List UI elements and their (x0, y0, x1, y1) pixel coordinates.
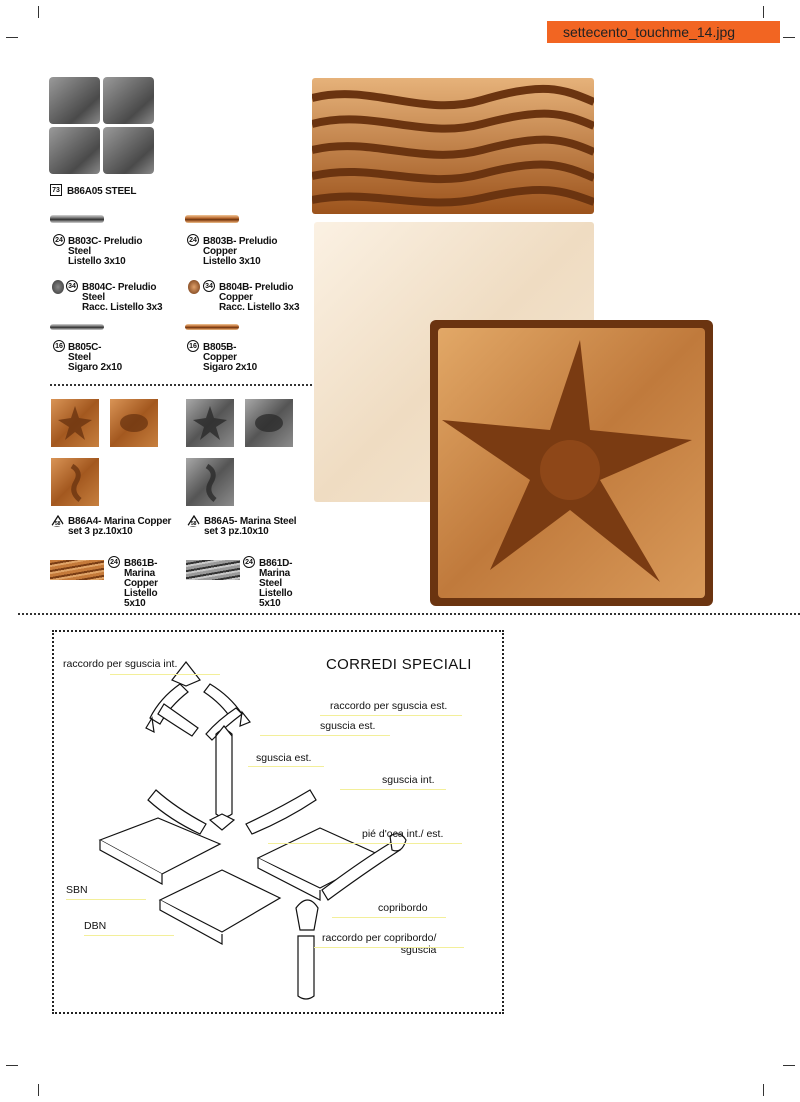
corredi-speciali-diagram (52, 630, 504, 1014)
badge-34: 34 (203, 280, 215, 292)
b804b-corner-image (188, 280, 200, 294)
label-underline (320, 715, 462, 716)
badge-16: 16 (187, 340, 199, 352)
label-underline (248, 766, 324, 767)
section-divider (18, 613, 800, 615)
label-dbn: DBN (84, 920, 107, 932)
marina-copper-set-image (51, 399, 158, 506)
crop-mark (6, 37, 18, 38)
crop-mark (38, 1084, 39, 1096)
label-b86a05: B86A05 STEEL (67, 186, 137, 197)
badge-16: 16 (53, 340, 65, 352)
label-underline (66, 899, 146, 900)
diagram-title: CORREDI SPECIALI (326, 656, 472, 673)
label-sguscia-est: sguscia est. (320, 720, 376, 732)
label-b861d: B861D- Marina Steel Listello 5x10 (259, 558, 293, 609)
badge-24: 24 (108, 556, 120, 568)
file-name-tab: settecento_touchme_14.jpg (547, 21, 780, 43)
b861d-listello-image (186, 560, 240, 580)
crop-mark (763, 6, 764, 18)
crop-mark (783, 1065, 795, 1066)
badge-58: 58 (191, 521, 197, 527)
badge-73: 73 (50, 184, 62, 196)
label-b805c: B805C- Steel Sigaro 2x10 (68, 342, 122, 373)
label-b86a4: B86A4- Marina Copper set 3 pz.10x10 (68, 516, 172, 537)
badge-34: 34 (66, 280, 78, 292)
label-b803c: B803C- Preludio Steel Listello 3x10 (68, 236, 143, 267)
label-b805b: B805B- Copper Sigaro 2x10 (203, 342, 257, 373)
label-b861b: B861B- Marina Copper Listello 5x10 (124, 558, 158, 609)
label-b804b: B804B- Preludio Copper Racc. Listello 3x… (219, 282, 300, 313)
label-underline (332, 917, 446, 918)
label-b803b: B803B- Preludio Copper Listello 3x10 (203, 236, 278, 267)
label-pie-oca: pié d'oca int./ est. (362, 828, 444, 840)
badge-58-triangle (50, 515, 64, 527)
b803b-strip-image (185, 215, 239, 223)
label-underline (340, 789, 446, 790)
label-copribordo: copribordo (378, 902, 428, 914)
label-underline (84, 935, 174, 936)
label-underline (260, 735, 390, 736)
label-sguscia-est-2: sguscia est. (256, 752, 312, 764)
badge-58: 58 (55, 521, 61, 527)
b805c-strip-image (50, 324, 104, 330)
section-divider (50, 384, 312, 386)
crop-mark (38, 6, 39, 18)
b861b-listello-image (50, 560, 104, 580)
marina-steel-set-image (186, 399, 293, 506)
badge-58-triangle (186, 515, 200, 527)
label-raccordo-sguscia-int: raccordo per sguscia int. (63, 658, 178, 670)
wave-copper-tile-image (312, 78, 594, 214)
label-underline (110, 674, 220, 675)
label-raccordo-sguscia-est: raccordo per sguscia est. (330, 700, 448, 712)
steel-tile-set-image (49, 77, 154, 174)
b803c-strip-image (50, 215, 104, 223)
starfish-copper-tile-image (430, 320, 713, 606)
crop-mark (763, 1084, 764, 1096)
crop-mark (6, 1065, 18, 1066)
b804c-corner-image (52, 280, 64, 294)
label-b86a5: B86A5- Marina Steel set 3 pz.10x10 (204, 516, 297, 537)
label-sbn: SBN (66, 884, 88, 896)
label-raccordo-copribordo: raccordo per copribordo/ sguscia (322, 932, 437, 956)
badge-24: 24 (53, 234, 65, 246)
badge-24: 24 (243, 556, 255, 568)
badge-24: 24 (187, 234, 199, 246)
label-underline (268, 843, 462, 844)
label-underline (314, 947, 464, 948)
label-b804c: B804C- Preludio Steel Racc. Listello 3x3 (82, 282, 163, 313)
b805b-strip-image (185, 324, 239, 330)
crop-mark (783, 37, 795, 38)
label-sguscia-int: sguscia int. (382, 774, 435, 786)
